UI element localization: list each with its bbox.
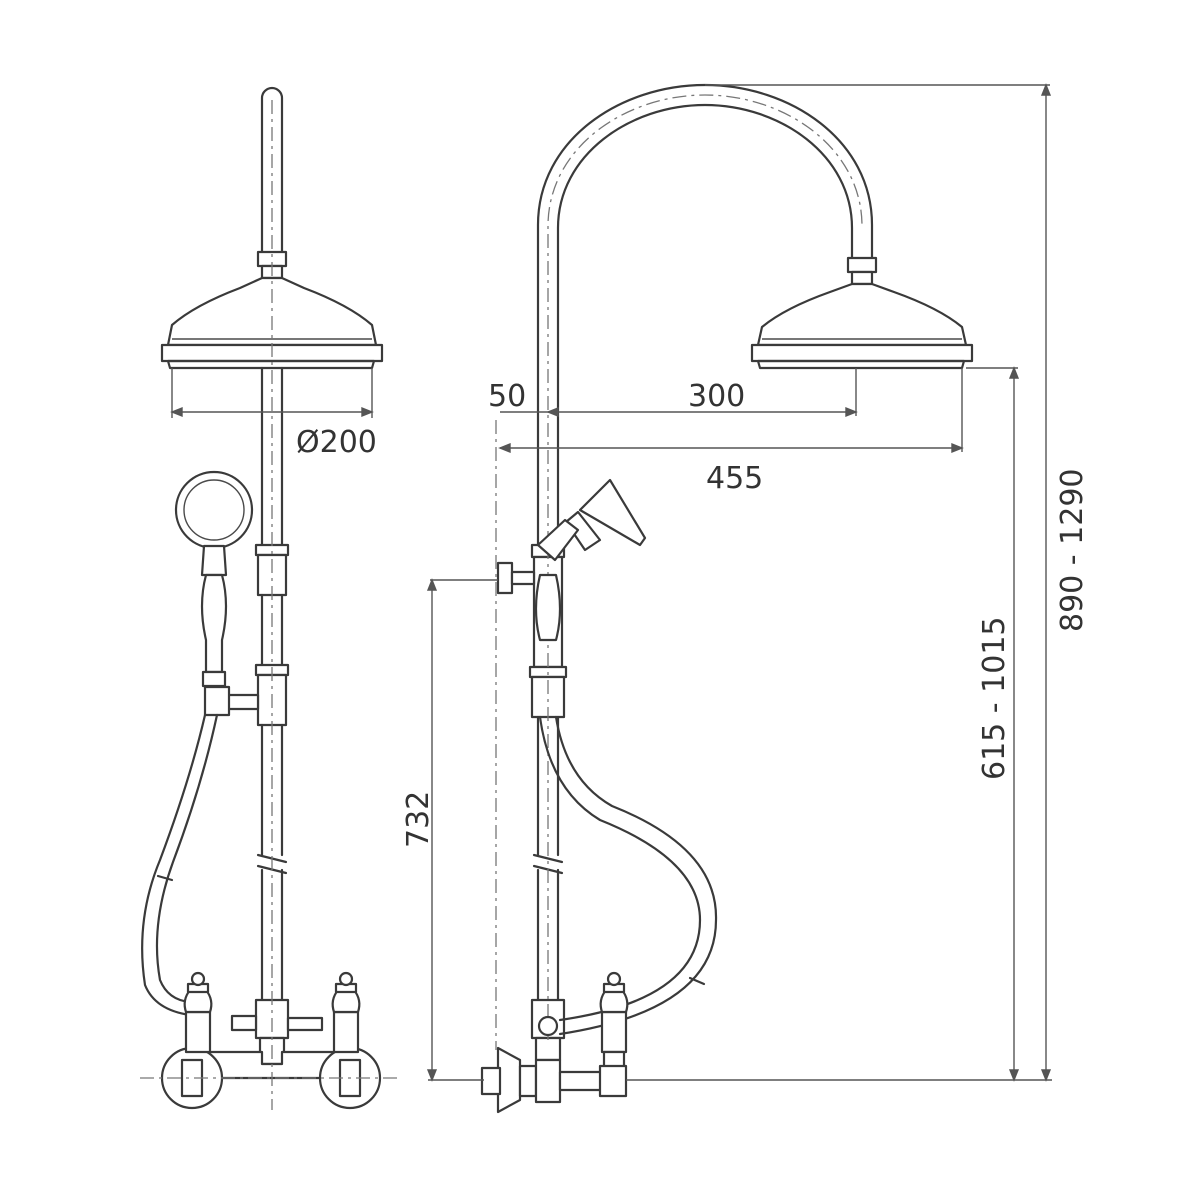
total-height-label: 890 - 1290 (1055, 468, 1090, 632)
front-diameter-dimension (170, 368, 374, 418)
offset-label: 50 (488, 379, 526, 414)
front-top-riser (256, 86, 288, 280)
total-reach-label: 455 (706, 461, 763, 496)
diameter-label: Ø200 (296, 425, 377, 460)
side-hand-shower (534, 478, 647, 642)
reach-dimensions (498, 368, 964, 454)
side-mixer (480, 1046, 628, 1114)
front-view: Ø200 (140, 86, 400, 1110)
front-holder-bracket (203, 685, 260, 717)
side-valve-handle (599, 971, 629, 1070)
front-hand-shower (174, 470, 254, 688)
side-view: 50 300 455 732 615 - 1015 890 - 1290 (401, 83, 1090, 1114)
side-shower-head (750, 282, 974, 370)
front-hose (141, 713, 219, 1017)
bar-height-label: 732 (401, 791, 436, 848)
front-valve-handles (183, 971, 361, 1054)
side-wall-bracket (496, 561, 536, 595)
side-hose (537, 715, 718, 1037)
front-mixer (140, 1046, 400, 1110)
arm-reach-label: 300 (688, 379, 745, 414)
height-dimensions (426, 83, 1052, 1082)
head-height-label: 615 - 1015 (977, 616, 1012, 780)
